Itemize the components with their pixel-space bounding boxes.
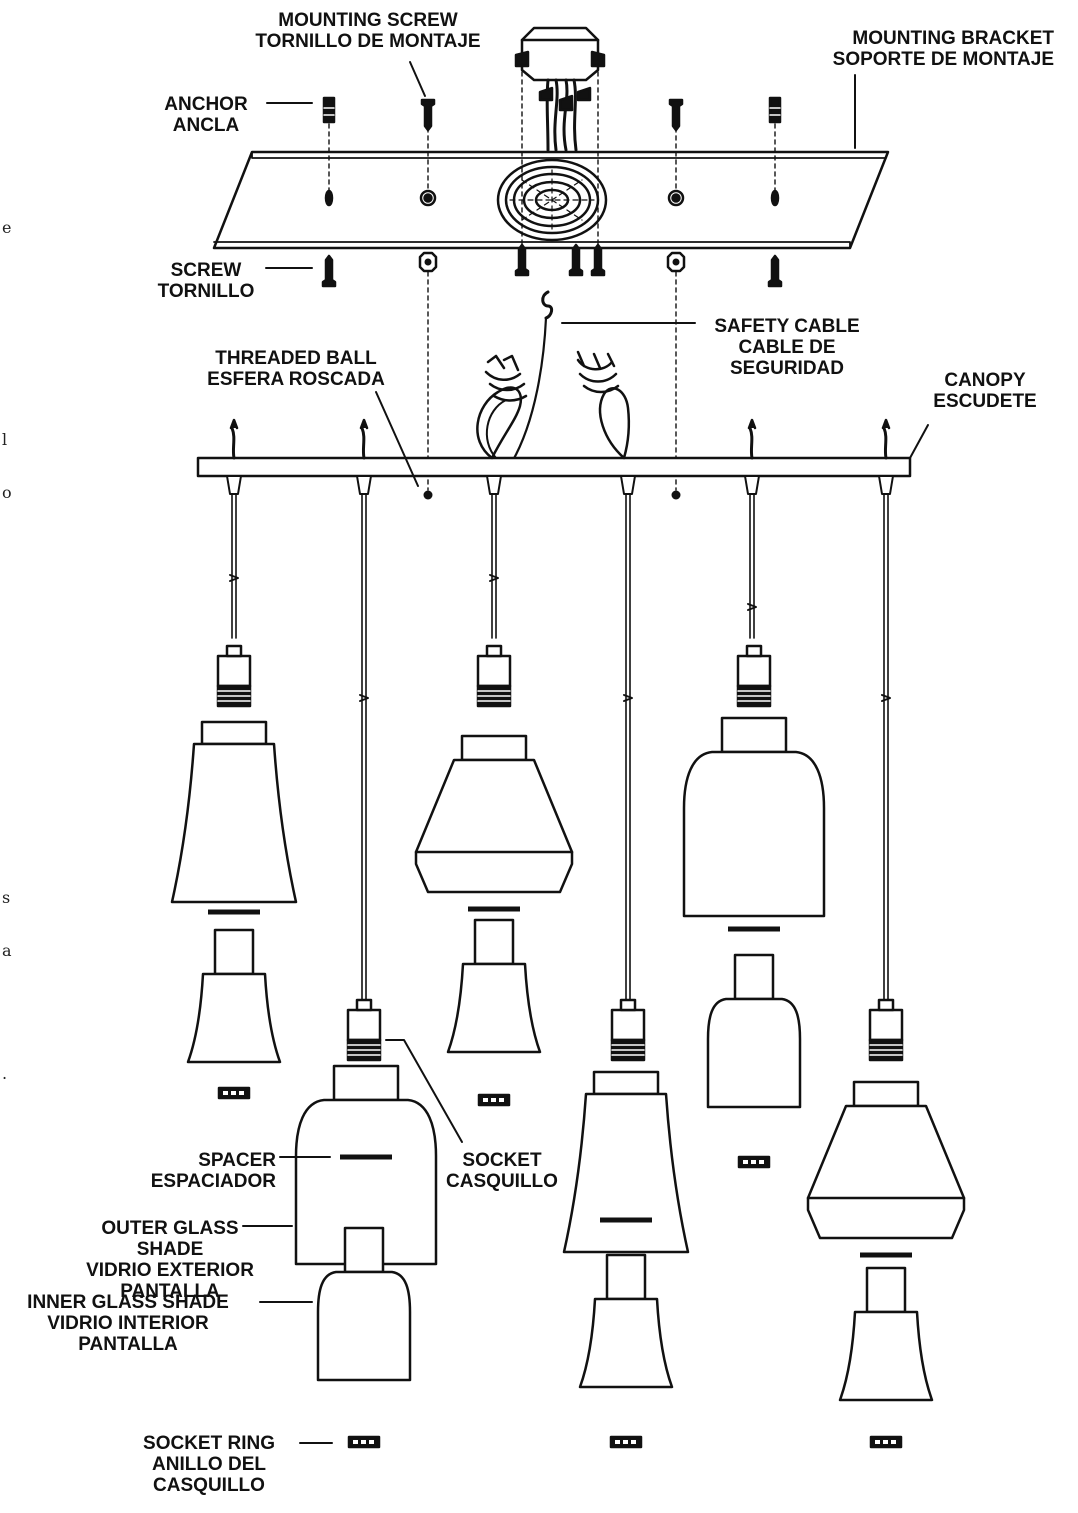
socket-ring-label: SOCKET RING ANILLO DEL CASQUILLO (116, 1433, 302, 1496)
edge-fragment-1: e (2, 218, 12, 237)
screw-label: SCREW TORNILLO (148, 260, 264, 302)
canopy-label: CANOPY ESCUDETE (920, 370, 1050, 412)
anchor-left (322, 96, 336, 124)
spacer-3 (466, 905, 522, 913)
mounting-screw-label-es: TORNILLO DE MONTAJE (255, 31, 481, 52)
edge-fragment-4: s (2, 888, 11, 907)
threaded-ball-label-en: THREADED BALL (215, 348, 377, 369)
nut-left (418, 251, 438, 273)
safety-cable-label-en: SAFETY CABLE (714, 316, 860, 337)
edge-fragment-2: l (2, 430, 8, 449)
anchor-label-en: ANCHOR (164, 94, 248, 115)
safety-cable-label-es-2: SEGURIDAD (729, 358, 844, 379)
socket-ring-3 (477, 1093, 511, 1107)
mounting-bracket (212, 150, 890, 250)
inner-glass-shade-label-es-2: PANTALLA (78, 1334, 178, 1355)
mounting-bracket-label-en: MOUNTING BRACKET (852, 28, 1054, 49)
inner-glass-shade-label-es-1: VIDRIO INTERIOR (47, 1313, 209, 1334)
screw-label-en: SCREW (170, 260, 242, 281)
outer-glass-shade-1 (170, 720, 298, 904)
spacer-label: SPACER ESPACIADOR (110, 1150, 276, 1192)
spacer-5 (726, 925, 782, 933)
alignment-lines (328, 39, 776, 491)
outer-glass-shade-label-en-2: SHADE (136, 1239, 204, 1260)
outer-glass-shade-label-en-1: OUTER GLASS (101, 1218, 239, 1239)
canopy-label-en: CANOPY (944, 370, 1026, 391)
socket-ring-1 (217, 1086, 251, 1100)
mounting-bracket-label: MOUNTING BRACKET SOPORTE DE MONTAJE (778, 28, 1054, 70)
spacer-1 (206, 908, 262, 916)
spacer-4 (598, 1216, 654, 1224)
screw-right (767, 254, 783, 288)
outer-glass-shade-label: OUTER GLASS SHADE VIDRIO EXTERIOR PANTAL… (70, 1218, 270, 1302)
socket-6 (868, 998, 904, 1062)
inner-glass-shade-6 (838, 1266, 934, 1402)
safety-cable-label: SAFETY CABLE CABLE DE SEGURIDAD (692, 316, 882, 379)
socket-1 (216, 644, 252, 708)
socket-ring-label-en: SOCKET RING (143, 1433, 275, 1454)
outer-glass-shade-6 (806, 1080, 966, 1240)
canopy-label-es: ESCUDETE (933, 391, 1037, 412)
edge-fragment-5: a (2, 941, 12, 960)
outer-glass-shade-4 (562, 1070, 690, 1254)
socket-ring-5 (737, 1155, 771, 1169)
mounting-screw-left (420, 98, 436, 132)
safety-cable (484, 290, 554, 469)
anchor-right (768, 96, 782, 124)
canopy-bar (196, 456, 912, 500)
safety-cable-label-es-1: CABLE DE (738, 337, 836, 358)
socket-ring-label-es-2: CASQUILLO (153, 1475, 265, 1496)
junction-box (514, 26, 606, 152)
screw-label-es: TORNILLO (157, 281, 255, 302)
inner-glass-shade-1 (186, 928, 282, 1064)
outer-glass-shade-label-es-1: VIDRIO EXTERIOR (86, 1260, 254, 1281)
anchor-label: ANCHOR ANCLA (150, 94, 262, 136)
socket-label-es: CASQUILLO (446, 1171, 558, 1192)
outer-glass-shade-label-es-2: PANTALLA (120, 1281, 220, 1302)
nut-right (666, 251, 686, 273)
inner-glass-shade-4 (578, 1253, 674, 1389)
spacer-2 (338, 1153, 394, 1161)
inner-glass-shade-5 (706, 953, 802, 1109)
socket-4 (610, 998, 646, 1062)
socket-label: SOCKET CASQUILLO (434, 1150, 570, 1192)
inner-glass-shade-label: INNER GLASS SHADE VIDRIO INTERIOR PANTAL… (2, 1292, 254, 1355)
leader-lines (242, 61, 929, 1444)
mounting-screw-label-en: MOUNTING SCREW (278, 10, 458, 31)
socket-ring-label-es-1: ANILLO DEL (152, 1454, 266, 1475)
mounting-screw-right (668, 98, 684, 132)
stem-marks (228, 573, 892, 703)
socket-ring-4 (609, 1435, 643, 1449)
spacer-label-en: SPACER (198, 1150, 276, 1171)
socket-label-en: SOCKET (462, 1150, 542, 1171)
outer-glass-shade-5 (682, 716, 826, 918)
screw-left (321, 254, 337, 288)
edge-fragment-3: o (2, 483, 12, 502)
socket-ring-6 (869, 1435, 903, 1449)
socket-2 (346, 998, 382, 1062)
socket-3 (476, 644, 512, 708)
inner-glass-shade-label-en: INNER GLASS SHADE (27, 1292, 229, 1313)
edge-fragment-6: . (2, 1064, 8, 1083)
outer-glass-shade-3 (414, 734, 574, 894)
mounting-bracket-label-es: SOPORTE DE MONTAJE (832, 49, 1054, 70)
threaded-ball-label-es: ESFERA ROSCADA (207, 369, 385, 390)
pendant-stems (226, 475, 894, 1001)
socket-ring-2 (347, 1435, 381, 1449)
inner-glass-shade-3 (446, 918, 542, 1054)
spacer-label-es: ESPACIADOR (150, 1171, 276, 1192)
socket-5 (736, 644, 772, 708)
center-screws (514, 243, 606, 277)
anchor-label-es: ANCLA (172, 115, 240, 136)
mounting-screw-label: MOUNTING SCREW TORNILLO DE MONTAJE (232, 10, 504, 52)
wire-tops (229, 350, 891, 460)
spacer-6 (858, 1251, 914, 1259)
threaded-ball-label: THREADED BALL ESFERA ROSCADA (196, 348, 396, 390)
